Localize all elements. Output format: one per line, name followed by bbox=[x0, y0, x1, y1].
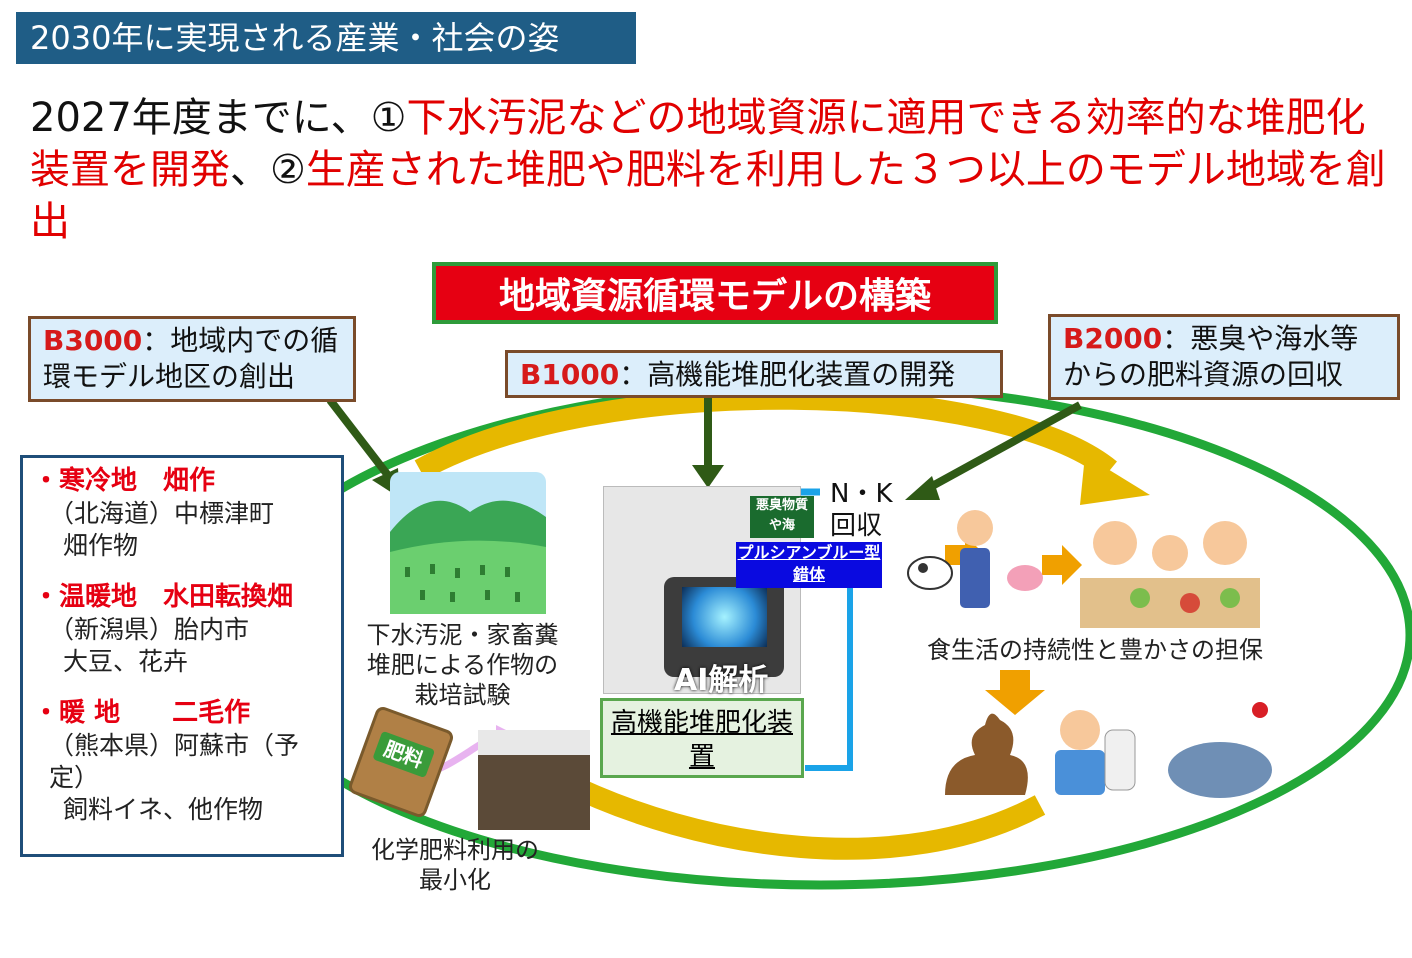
region-line: 畑作物 bbox=[63, 531, 139, 560]
region-name: ・寒冷地 畑作 bbox=[33, 466, 216, 496]
region-item-cold: ・寒冷地 畑作 （北海道）中標津町 畑作物 bbox=[33, 464, 331, 562]
b1000-arrow-head bbox=[692, 465, 724, 488]
cycle-arrow-bottom bbox=[555, 770, 1046, 860]
fertilizer-bag-label: 肥料 bbox=[372, 730, 436, 779]
region-item-hot: ・暖 地 二毛作 （熊本県）阿蘇市（予定） 飼料イネ、他作物 bbox=[33, 696, 331, 826]
b2000-text: ：悪臭や海水等からの肥料資源の回収 bbox=[1063, 322, 1359, 391]
family-meal-illustration bbox=[1080, 521, 1260, 628]
prussian-blue-label: プルシアンブルー型錯体 bbox=[736, 542, 882, 588]
b1000-code: B1000 bbox=[520, 358, 620, 391]
headline-part4: 生産された堆肥や肥料を利用した３つ以上のモデル地域を創出 bbox=[30, 147, 1386, 245]
page-title: 2030年に実現される産業・社会の姿 bbox=[16, 12, 636, 64]
b1000-text: ：高機能堆肥化装置の開発 bbox=[619, 358, 956, 391]
region-list: ・寒冷地 畑作 （北海道）中標津町 畑作物 ・温暖地 水田転換畑 （新潟県）胎内… bbox=[20, 455, 344, 857]
region-line: （熊本県）阿蘇市（予定） bbox=[49, 731, 300, 792]
rice-field-illustration bbox=[390, 472, 546, 614]
region-line: 大豆、花卉 bbox=[63, 647, 189, 676]
food-caption: 食生活の持続性と豊かさの担保 bbox=[927, 636, 1263, 664]
waste-illustration bbox=[945, 702, 1272, 798]
compost-pile-photo bbox=[478, 730, 590, 830]
cycle-arrow-top bbox=[414, 387, 1117, 480]
model-title: 地域資源循環モデルの構築 bbox=[432, 262, 998, 324]
food-arrow-down bbox=[985, 670, 1045, 715]
headline-part2: 下水汚泥などの地域資源に適用できる効率的な堆肥化装置を開発 bbox=[30, 95, 1366, 193]
b3000-arrow bbox=[326, 397, 394, 481]
livestock-farmer-illustration bbox=[907, 510, 1043, 608]
nk-label: N・K回収 bbox=[830, 479, 893, 541]
chem-min-caption: 化学肥料利用の最小化 bbox=[371, 836, 539, 894]
region-name: ・温暖地 水田転換畑 bbox=[33, 582, 294, 612]
b2000-arrow bbox=[923, 401, 1082, 494]
b2000-arrow-head bbox=[905, 476, 940, 500]
headline-part1: 2027年度までに、① bbox=[30, 95, 407, 141]
cultivation-caption: 下水汚泥・家畜糞堆肥による作物の栽培試験 bbox=[366, 621, 559, 709]
b3000-code: B3000 bbox=[43, 324, 143, 357]
ai-label: AI解析 bbox=[674, 663, 769, 698]
food-arrow-2 bbox=[1042, 545, 1082, 585]
device-photo: AI解析 bbox=[603, 486, 801, 698]
headline: 2027年度までに、①下水汚泥などの地域資源に適用できる効率的な堆肥化装置を開発… bbox=[30, 92, 1390, 248]
device-label-box: 高機能堆肥化装置 bbox=[600, 698, 804, 778]
region-line: 飼料イネ、他作物 bbox=[63, 795, 264, 824]
b3000-box: B3000：地域内での循環モデル地区の創出 bbox=[28, 316, 356, 402]
b1000-box: B1000：高機能堆肥化装置の開発 bbox=[505, 350, 1003, 398]
region-item-warm: ・温暖地 水田転換畑 （新潟県）胎内市 大豆、花卉 bbox=[33, 580, 331, 678]
process-line-2 bbox=[805, 580, 853, 771]
headline-part3: 、② bbox=[230, 147, 306, 193]
b2000-box: B2000：悪臭や海水等からの肥料資源の回収 bbox=[1048, 314, 1400, 400]
b2000-code: B2000 bbox=[1063, 322, 1163, 355]
b3000-text: ：地域内での循環モデル地区の創出 bbox=[43, 324, 339, 393]
ai-network-glow bbox=[682, 587, 767, 647]
odor-label: 悪臭物質や海 bbox=[750, 496, 814, 538]
region-line: （新潟県）胎内市 bbox=[49, 615, 250, 644]
region-line: （北海道）中標津町 bbox=[49, 499, 275, 528]
cycle-arrow-top-head bbox=[1080, 455, 1150, 505]
region-name: ・暖 地 二毛作 bbox=[33, 698, 251, 728]
